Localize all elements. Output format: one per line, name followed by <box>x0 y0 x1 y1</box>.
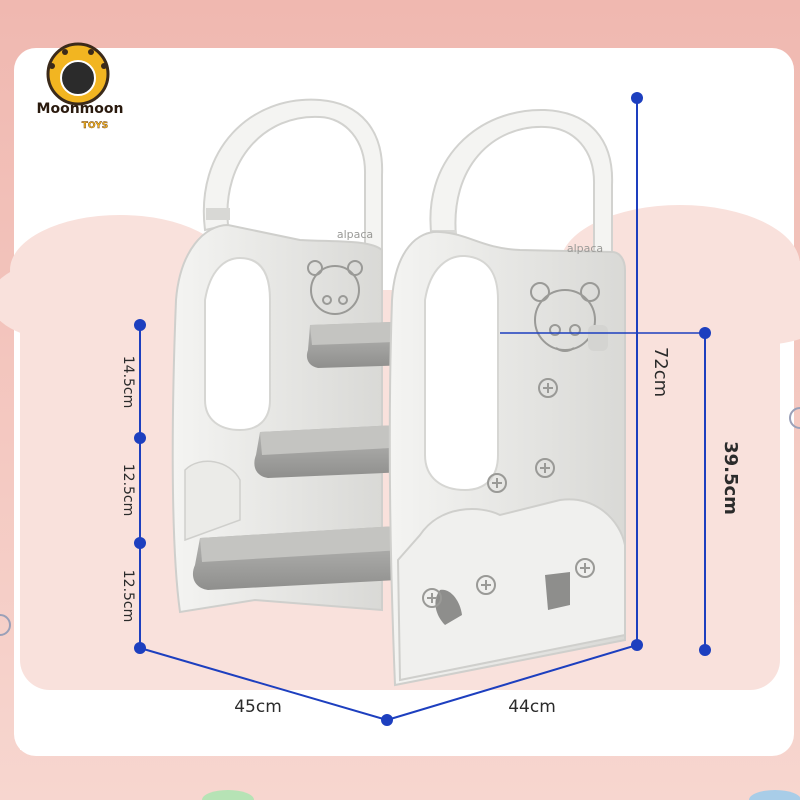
edge-dot-right <box>789 407 800 429</box>
step-stool: alpaca alpaca <box>171 98 626 687</box>
left-handle-joint <box>206 208 230 220</box>
screw-icons <box>422 378 595 608</box>
dim-dot <box>699 327 711 339</box>
width-line <box>386 644 638 721</box>
brand-name: Moonmoon <box>37 101 124 117</box>
corner-toy-left <box>202 790 254 800</box>
brand-logo: Moonmoon TOYS <box>37 42 124 131</box>
edge-dot-left <box>0 614 11 636</box>
floor-area <box>20 690 780 750</box>
label-depth: 45cm <box>234 697 282 717</box>
left-handhole <box>204 256 271 432</box>
left-brand-print: alpaca <box>337 228 373 241</box>
dim-dot <box>631 92 643 104</box>
right-handle <box>429 108 614 301</box>
dim-dot <box>134 537 146 549</box>
left-hippo-deco <box>184 460 241 542</box>
label-width: 44cm <box>508 697 556 717</box>
label-step-gap-middle: 12.5cm <box>120 464 136 517</box>
dim-dot <box>134 319 146 331</box>
foot-hole-left <box>435 589 462 625</box>
left-handle <box>202 98 384 251</box>
label-step-gap-bottom: 12.5cm <box>120 570 136 623</box>
dimension-lines <box>134 92 711 726</box>
corner-toy-right <box>749 790 800 800</box>
dim-dot <box>699 644 711 656</box>
foot-hole-right <box>545 572 570 610</box>
depth-line <box>139 647 388 721</box>
label-total-height: 72cm <box>650 347 671 397</box>
brand-sub: TOYS <box>82 121 108 131</box>
step-bottom <box>192 524 443 590</box>
front-brand-print: alpaca <box>567 242 603 255</box>
dimension-labels: 14.5cm 12.5cm 12.5cm 72cm 39.5cm 45cm 44… <box>120 347 741 717</box>
front-hippo-deco <box>396 498 626 682</box>
front-handhole <box>424 254 499 492</box>
front-bear-emblem <box>530 282 600 352</box>
front-side-latch <box>588 325 608 351</box>
label-step-gap-top: 14.5cm <box>120 356 136 409</box>
left-bear-emblem <box>307 260 363 315</box>
label-platform-height: 39.5cm <box>720 441 741 515</box>
dim-dot <box>134 432 146 444</box>
